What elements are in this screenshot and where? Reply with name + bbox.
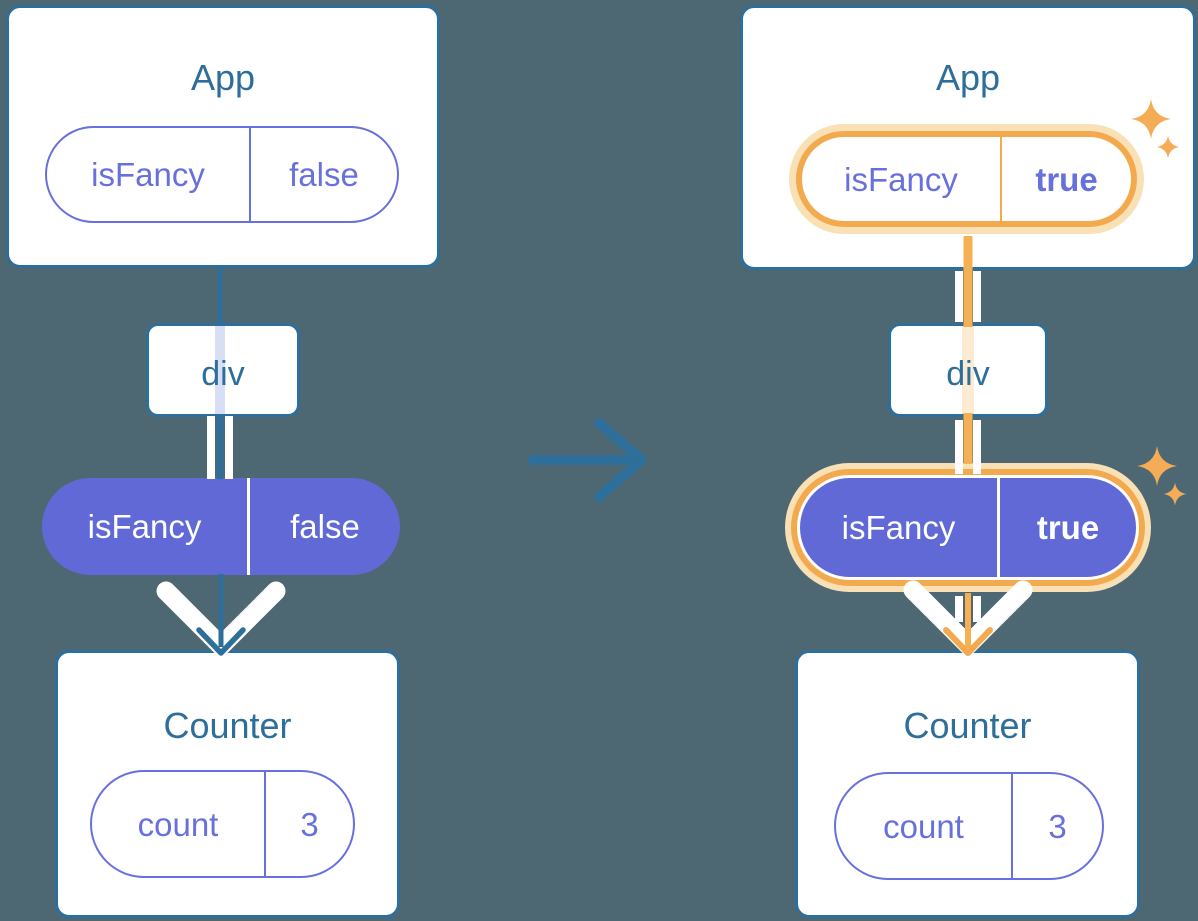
state-name: count <box>137 805 219 843</box>
prop-name: isFancy <box>841 509 956 546</box>
count-pill: count 3 <box>834 772 1104 880</box>
component-title: Counter <box>903 705 1032 746</box>
prop-value: true <box>997 478 1136 577</box>
component-title: Counter <box>163 705 292 746</box>
app-component-box: App isFancy false <box>6 5 440 268</box>
prop-to-counter-arrow-highlighted <box>903 580 1033 656</box>
prop-to-counter-arrow <box>156 574 286 656</box>
state-name: isFancy <box>91 156 205 193</box>
prop-pill-highlighted: isFancy true <box>800 478 1136 577</box>
div-to-prop-connector-highlighted <box>955 413 981 474</box>
app-component-box: App isFancy true <box>740 5 1196 270</box>
component-title: App <box>190 57 256 98</box>
div-element-box: div <box>146 323 300 417</box>
state-name: isFancy <box>844 160 958 198</box>
state-pill-highlighted: isFancy true <box>796 131 1137 227</box>
state-value: 3 <box>264 772 353 876</box>
element-label: div <box>946 355 990 393</box>
state-value: true <box>1000 137 1131 221</box>
arrow-right-icon <box>528 418 647 502</box>
prop-trace-line <box>962 326 974 414</box>
sparkles-icon <box>1137 446 1187 506</box>
component-title: App <box>935 57 1001 98</box>
prop-trace-line <box>215 326 225 414</box>
count-pill: count 3 <box>90 770 355 878</box>
state-pill: isFancy false <box>45 126 399 223</box>
prop-name: isFancy <box>87 508 202 545</box>
element-label: div <box>201 355 245 393</box>
state-name: count <box>883 807 964 845</box>
div-to-prop-connector <box>207 416 233 479</box>
counter-component-box: Counter count 3 <box>795 650 1140 918</box>
counter-component-box: Counter count 3 <box>55 650 400 918</box>
prop-value: false <box>247 478 400 575</box>
state-value: false <box>249 128 397 221</box>
div-element-box: div <box>888 323 1048 417</box>
state-value: 3 <box>1011 774 1102 878</box>
prop-pill: isFancy false <box>42 478 400 575</box>
